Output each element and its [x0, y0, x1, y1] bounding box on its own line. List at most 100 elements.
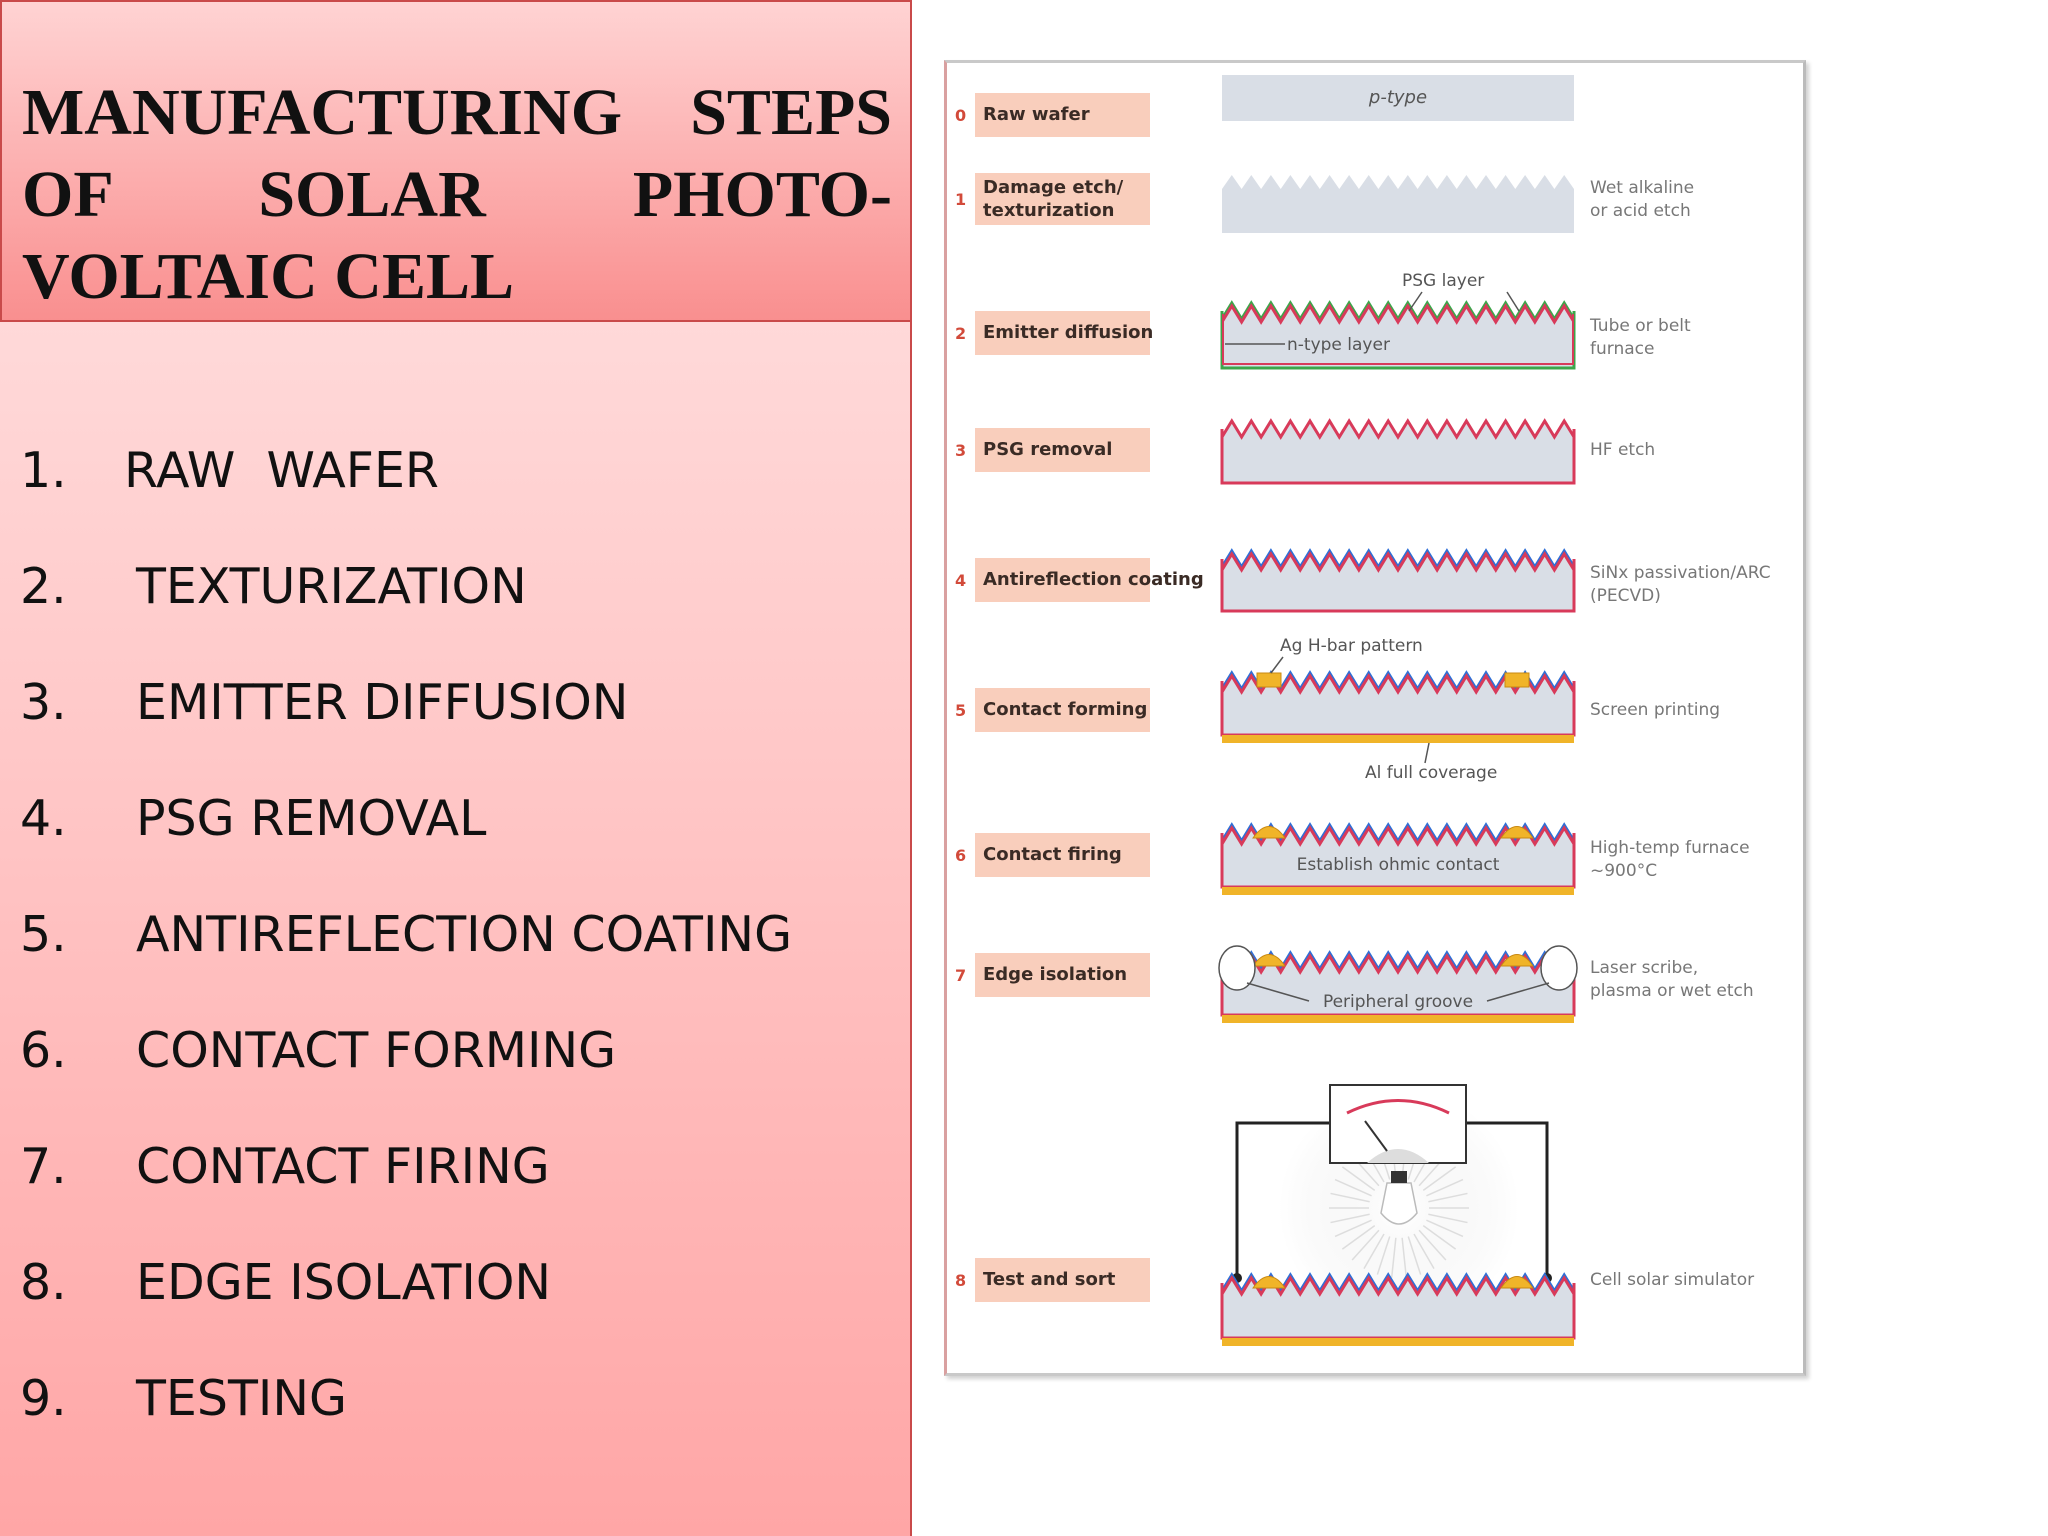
stage-label-band — [975, 173, 1150, 225]
psg-removed-wafer-outline — [1220, 429, 1576, 485]
emitter-inner-outline — [1222, 314, 1574, 365]
light-ray — [1422, 1225, 1457, 1250]
step-number: 9. — [20, 1370, 67, 1427]
stage-note: furnace — [1590, 339, 1654, 359]
light-ray — [1413, 1233, 1435, 1269]
stage-number: 8 — [955, 1271, 966, 1290]
stage-label-band — [975, 428, 1150, 472]
step-label: ANTIREFLECTION COATING — [136, 906, 793, 963]
step-label: TESTING — [136, 1370, 348, 1427]
light-ray — [1428, 1213, 1468, 1224]
stage-name: PSG removal — [983, 439, 1112, 460]
al-coverage-label: Al full coverage — [1365, 763, 1497, 783]
fired-wafer — [1222, 825, 1574, 887]
fired-wafer-layer — [1220, 822, 1576, 844]
stage-label-band — [975, 953, 1150, 997]
step-item: 8.EDGE ISOLATION — [20, 1248, 900, 1364]
stage-name: Contact firing — [983, 844, 1122, 865]
stage-label-band — [975, 93, 1150, 137]
step-item: 1. RAW WAFER — [20, 436, 900, 552]
stage-note: High-temp furnace — [1590, 838, 1750, 858]
step-number: 6. — [20, 1022, 67, 1079]
fired-ag-contact — [1500, 954, 1534, 967]
stage-label-band — [975, 1258, 1150, 1302]
stage-note: Screen printing — [1590, 700, 1720, 720]
fired-ag-contact — [1252, 826, 1286, 839]
step-item: 7.CONTACT FIRING — [20, 1132, 900, 1248]
step-label: PSG REMOVAL — [136, 790, 487, 847]
light-ray — [1407, 1236, 1422, 1275]
psg-leader — [1506, 291, 1520, 312]
light-ray — [1341, 1225, 1376, 1250]
light-ray — [1341, 1166, 1376, 1191]
ohmic-label: Establish ohmic contact — [1297, 855, 1500, 875]
meter-needle — [1364, 1120, 1388, 1152]
step-label: CONTACT FORMING — [136, 1022, 617, 1079]
ag-contact — [1504, 672, 1530, 688]
groove-leader — [1246, 982, 1310, 1002]
stage-number: 4 — [955, 571, 966, 590]
light-ray — [1426, 1219, 1464, 1238]
bulb-base — [1391, 1171, 1407, 1183]
n-type-label: n-type layer — [1287, 335, 1390, 355]
p-type-label: p-type — [1368, 87, 1427, 108]
al-back-contact — [1222, 1338, 1574, 1346]
circuit-wire — [1235, 1121, 1330, 1278]
light-ray — [1426, 1178, 1464, 1197]
steps-panel: MANUFACTURING STEPS OF SOLAR PHOTO-VOLTA… — [0, 0, 912, 1536]
al-leader — [1424, 742, 1430, 764]
groove-label: Peripheral groove — [1323, 992, 1473, 1012]
step-number: 1. — [20, 442, 67, 499]
light-ray — [1351, 1229, 1380, 1261]
stage-number: 1 — [955, 190, 966, 209]
stage-label-band — [975, 311, 1150, 355]
contact-wafer-layer — [1220, 670, 1576, 692]
fired-ag-contact — [1500, 1276, 1534, 1289]
light-ray — [1334, 1219, 1372, 1238]
fired-wafer-layer — [1220, 825, 1576, 847]
psg-removed-wafer — [1222, 421, 1574, 483]
step-number: 2. — [20, 558, 67, 615]
stage-note: Cell solar simulator — [1590, 1270, 1754, 1290]
fired-ag-contact — [1252, 1276, 1286, 1289]
step-label: RAW WAFER — [124, 442, 439, 499]
stage-note: HF etch — [1590, 440, 1655, 460]
test-wafer-layer — [1220, 1275, 1576, 1297]
stage-name: texturization — [983, 200, 1114, 221]
isolated-wafer-layer — [1220, 953, 1576, 975]
stage-note: SiNx passivation/ARC — [1590, 563, 1771, 583]
step-number: 7. — [20, 1138, 67, 1195]
stage-label-band — [975, 688, 1150, 732]
textured-wafer — [1222, 175, 1574, 233]
stage-note: Tube or belt — [1589, 316, 1691, 336]
light-ray — [1418, 1229, 1447, 1261]
step-number: 4. — [20, 790, 67, 847]
light-ray — [1422, 1166, 1457, 1191]
steps-list: 1. RAW WAFER 2.TEXTURIZATION 3. EMITTER DIFF… — [20, 436, 900, 1480]
step-item: 3. EMITTER DIFFUSION — [20, 668, 900, 784]
light-bulb-icon — [1380, 1182, 1418, 1225]
step-item: 4. PSG REMOVAL — [20, 784, 900, 900]
stage-name: Emitter diffusion — [983, 322, 1153, 343]
step-label: EMITTER DIFFUSION — [136, 674, 629, 731]
emitter-wafer — [1222, 303, 1574, 368]
stage-number: 6 — [955, 846, 966, 865]
stage-number: 7 — [955, 966, 966, 985]
stage-note: (PECVD) — [1590, 586, 1661, 606]
stage-label-band — [975, 833, 1150, 877]
step-item: 2.TEXTURIZATION — [20, 552, 900, 668]
light-ray — [1401, 1237, 1408, 1278]
light-ray — [1363, 1233, 1385, 1269]
groove-leader — [1486, 982, 1550, 1002]
step-number: 8. — [20, 1254, 67, 1311]
stage-number: 3 — [955, 441, 966, 460]
al-back-contact — [1222, 735, 1574, 743]
stage-note: Wet alkaline — [1590, 178, 1694, 198]
contact-wafer-layer — [1220, 673, 1576, 695]
stage-note: Laser scribe, — [1590, 958, 1698, 978]
emitter-wafer-layer — [1220, 300, 1576, 322]
light-ray — [1428, 1192, 1468, 1203]
step-number: 3. — [20, 674, 67, 731]
